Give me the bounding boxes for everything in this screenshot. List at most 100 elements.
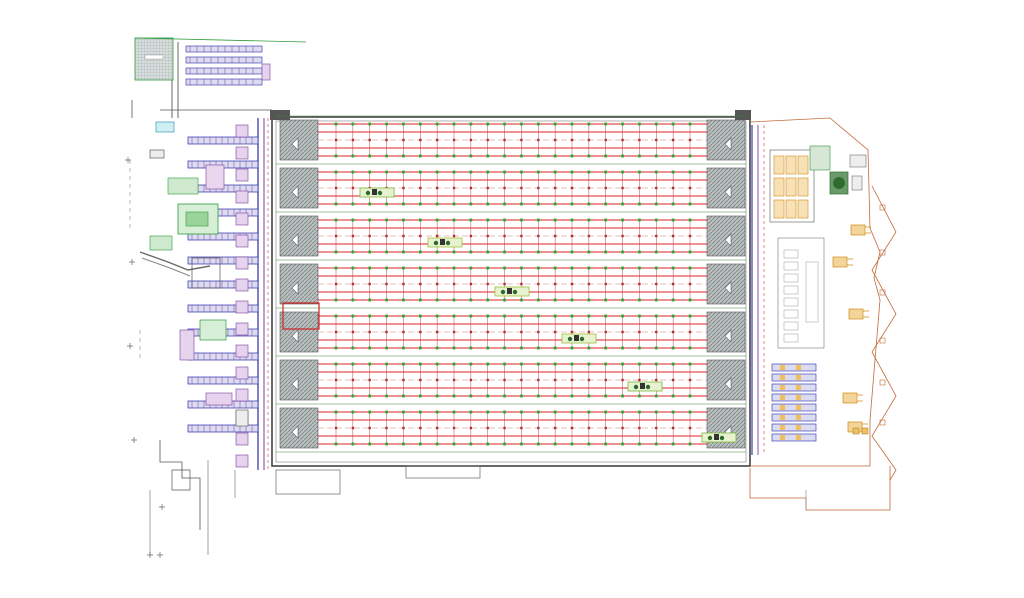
forklift-icon bbox=[627, 381, 663, 392]
rack-node bbox=[638, 282, 641, 286]
rack-node bbox=[638, 186, 641, 190]
forklift-fork bbox=[863, 310, 869, 318]
column-marker bbox=[469, 346, 473, 350]
control-room bbox=[809, 145, 831, 171]
dock-icon bbox=[879, 249, 886, 256]
column-marker bbox=[418, 410, 422, 414]
forklift-icon bbox=[427, 237, 463, 248]
rack-node bbox=[469, 330, 473, 334]
column-marker bbox=[384, 362, 389, 366]
rack-node bbox=[604, 426, 607, 430]
rack-node bbox=[452, 234, 456, 238]
rack-node bbox=[671, 330, 675, 334]
vehicle-wheel bbox=[377, 190, 383, 196]
column-marker bbox=[570, 394, 574, 398]
column-marker bbox=[519, 250, 524, 254]
forklift-icon bbox=[848, 308, 869, 320]
column-marker bbox=[688, 314, 692, 318]
zone-marker bbox=[291, 329, 299, 343]
rack-node bbox=[402, 426, 405, 430]
rack-node bbox=[486, 186, 489, 190]
column-marker bbox=[671, 346, 675, 350]
survey-mark bbox=[157, 552, 163, 558]
transfer-unit bbox=[235, 322, 249, 336]
rack-bin bbox=[796, 365, 801, 370]
vehicle-wheel bbox=[445, 240, 451, 246]
main-building bbox=[270, 110, 751, 495]
boundary-line bbox=[159, 440, 201, 530]
transfer-unit bbox=[235, 234, 249, 248]
rack-node bbox=[452, 426, 456, 430]
dock-door bbox=[879, 249, 886, 256]
column-marker bbox=[401, 346, 406, 350]
column-marker bbox=[502, 266, 507, 270]
column-marker bbox=[654, 122, 658, 126]
right-side-facilities bbox=[749, 117, 897, 511]
column-marker bbox=[502, 346, 507, 350]
machine bbox=[149, 235, 173, 251]
rack-node bbox=[334, 234, 338, 238]
rack-node bbox=[688, 330, 692, 334]
rack-node bbox=[587, 282, 591, 286]
column-marker bbox=[620, 362, 625, 366]
rack-node bbox=[570, 234, 574, 238]
column-marker bbox=[469, 202, 473, 206]
column-marker bbox=[604, 202, 608, 206]
rack-node bbox=[503, 234, 506, 238]
column-marker bbox=[351, 202, 355, 206]
column-marker bbox=[368, 298, 372, 302]
column-marker bbox=[502, 218, 507, 222]
column-marker bbox=[654, 314, 658, 318]
rack-node bbox=[638, 138, 641, 142]
column-marker bbox=[469, 410, 473, 414]
column-marker bbox=[570, 314, 574, 318]
forklift-icon bbox=[850, 224, 871, 236]
column-marker bbox=[570, 346, 574, 350]
rack-bin bbox=[796, 405, 801, 410]
station-icon bbox=[773, 177, 785, 197]
column-marker bbox=[469, 154, 473, 158]
rack-node bbox=[419, 138, 422, 142]
column-marker bbox=[671, 218, 675, 222]
rack-node bbox=[503, 138, 506, 142]
vehicle-wheel bbox=[433, 240, 439, 246]
rack-node bbox=[402, 378, 405, 382]
rack-node bbox=[452, 330, 456, 334]
column-marker bbox=[502, 410, 507, 414]
office-block bbox=[275, 469, 341, 495]
column-marker bbox=[435, 394, 439, 398]
column-marker bbox=[351, 298, 355, 302]
column-marker bbox=[435, 314, 439, 318]
machine-core bbox=[185, 211, 209, 227]
vehicle-cab bbox=[574, 335, 579, 341]
dock-door bbox=[879, 337, 886, 344]
forklift-icon bbox=[494, 286, 530, 297]
column-marker bbox=[604, 122, 608, 126]
rack-node bbox=[520, 234, 523, 238]
column-marker bbox=[384, 218, 389, 222]
column-marker bbox=[637, 362, 642, 366]
column-marker bbox=[452, 266, 456, 270]
column-marker bbox=[469, 170, 473, 174]
column-marker bbox=[334, 218, 338, 222]
column-marker bbox=[519, 266, 524, 270]
aisle-output-zone bbox=[706, 167, 746, 209]
rack-node bbox=[368, 282, 371, 286]
rack-node bbox=[351, 330, 355, 334]
column-marker bbox=[486, 218, 490, 222]
vehicle-wheel bbox=[365, 190, 371, 196]
rack-node bbox=[486, 330, 489, 334]
rack-bin bbox=[780, 405, 785, 410]
rack-node bbox=[688, 426, 692, 430]
column-marker bbox=[688, 154, 692, 158]
column-marker bbox=[401, 154, 406, 158]
column-marker bbox=[435, 218, 439, 222]
column-marker bbox=[536, 394, 540, 398]
rack-node bbox=[537, 282, 540, 286]
rack-node bbox=[587, 330, 591, 334]
machine bbox=[205, 392, 233, 406]
column-marker bbox=[368, 346, 372, 350]
rack-node bbox=[334, 378, 338, 382]
forklift-fork bbox=[857, 394, 863, 402]
column-marker bbox=[469, 218, 473, 222]
